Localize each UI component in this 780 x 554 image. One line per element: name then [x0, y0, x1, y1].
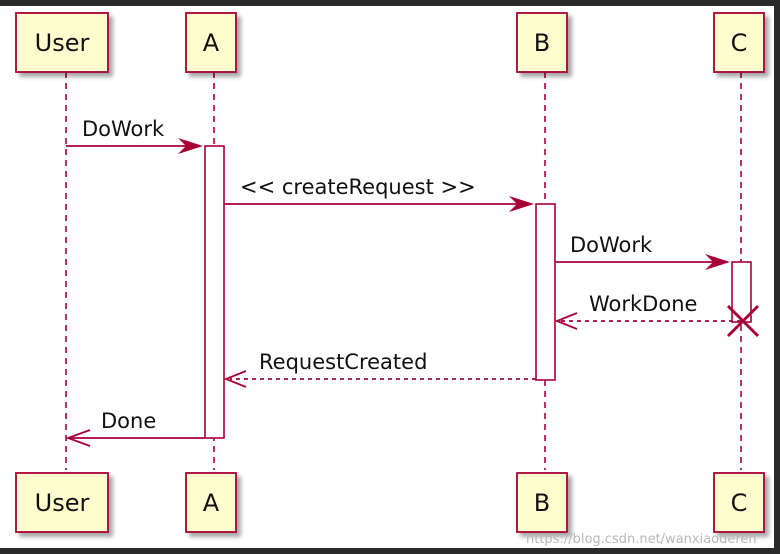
message-workdone-c-to-b: WorkDone [554, 292, 741, 330]
participant-user-label: User [35, 29, 90, 57]
participant-a-top: A [185, 12, 237, 73]
message-label: RequestCreated [259, 350, 427, 374]
participant-a-label: A [203, 489, 220, 517]
message-dowork-b-to-c: DoWork [555, 233, 730, 270]
activation-b [535, 203, 556, 381]
participants-top: User A B C [15, 12, 765, 73]
participant-b-bottom: B [516, 472, 568, 533]
open-arrowhead-icon [223, 370, 247, 388]
message-dowork-user-to-a: DoWork [66, 117, 203, 154]
message-done-a-to-user: Done [65, 409, 205, 447]
participant-user-top: User [15, 12, 109, 73]
participant-b-label: B [534, 489, 550, 517]
destroy-x-icon [726, 304, 760, 338]
participant-b-top: B [516, 12, 568, 73]
open-arrowhead-icon [554, 312, 578, 330]
participant-b-label: B [534, 29, 550, 57]
diagram-background [0, 6, 774, 548]
participant-a-bottom: A [185, 472, 237, 533]
participant-c-top: C [713, 12, 765, 73]
arrowhead-icon [178, 138, 203, 154]
arrowhead-icon [705, 254, 730, 270]
activation-a [204, 145, 225, 439]
arrowhead-icon [509, 196, 534, 212]
message-requestcreated-b-to-a: RequestCreated [223, 350, 536, 388]
message-createrequest-a-to-b: << createRequest >> [224, 175, 534, 212]
participant-user-label: User [35, 489, 90, 517]
message-label: WorkDone [589, 292, 697, 316]
activations [204, 145, 752, 439]
participant-c-label: C [731, 29, 748, 57]
participant-c-label: C [731, 489, 748, 517]
participant-a-label: A [203, 29, 220, 57]
participant-user-bottom: User [15, 472, 109, 533]
message-label: << createRequest >> [240, 175, 476, 199]
watermark: https://blog.csdn.net/wanxiaoderen [526, 532, 757, 547]
message-label: Done [101, 409, 156, 433]
open-arrowhead-icon [65, 429, 91, 447]
messages: DoWork << createRequest >> DoWork WorkDo… [65, 117, 741, 447]
message-label: DoWork [570, 233, 653, 257]
participants-bottom: User A B C [15, 472, 765, 533]
message-label: DoWork [82, 117, 165, 141]
participant-c-bottom: C [713, 472, 765, 533]
